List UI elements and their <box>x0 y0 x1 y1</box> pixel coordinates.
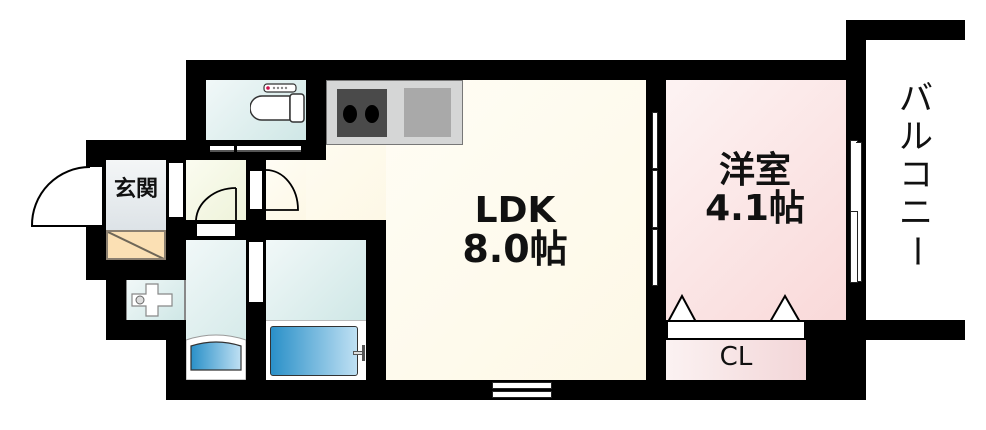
balcony-window-2 <box>856 142 862 282</box>
stove-icon <box>337 89 387 137</box>
ldk-western-window-3 <box>652 229 658 286</box>
western-name: 洋室 <box>718 150 791 191</box>
ldk-door-swing-icon[interactable] <box>264 168 300 212</box>
ldk-name: LDK <box>474 190 556 231</box>
shoe-box <box>106 230 166 260</box>
toilet-door-2[interactable] <box>237 146 301 152</box>
bath-faucet-base-icon <box>362 345 365 361</box>
balcony-wall-top <box>846 20 965 40</box>
washing-machine-pan-icon <box>131 283 173 317</box>
bathtub-icon <box>270 326 358 376</box>
ldk-window-bottom-2 <box>492 391 552 398</box>
closet-door-icons <box>666 293 802 322</box>
closet-wall-bar[interactable] <box>666 320 806 340</box>
ldk-door-frame[interactable] <box>249 170 263 210</box>
burner-2-icon <box>365 105 379 123</box>
burner-1-icon <box>343 105 357 123</box>
wall-bottom-main <box>166 380 866 400</box>
laundry-area <box>126 280 186 320</box>
wall-wash-lower-left <box>166 320 186 400</box>
ldk-western-window-2 <box>652 170 658 228</box>
entrance-door-swing-icon[interactable] <box>30 165 92 228</box>
ldk-window-bottom <box>492 382 552 389</box>
wall-closet-right <box>806 320 866 400</box>
ldk-label: LDK 8.0帖 <box>440 192 590 270</box>
balcony-window-3 <box>850 211 858 283</box>
ldk-western-window-1 <box>652 112 658 169</box>
shoe-box-diagonal-icon <box>108 232 164 258</box>
entrance-label: 玄関 <box>113 177 158 202</box>
room-bathroom <box>266 240 366 320</box>
wall-bath-right <box>366 220 386 400</box>
washbasin-icon <box>186 334 246 380</box>
closet-label: CL <box>719 342 753 372</box>
hall-door-swing-icon[interactable] <box>194 186 238 222</box>
room-closet: CL <box>666 340 806 380</box>
western-size: 4.1帖 <box>705 187 805 229</box>
bathroom-door[interactable] <box>248 241 264 303</box>
wall-left-upper <box>186 60 206 160</box>
sink-icon <box>404 88 451 137</box>
toilet-icon <box>250 83 305 123</box>
balcony-wall-bottom <box>846 320 965 340</box>
balcony-area: バ ル コ ニ ー <box>866 40 965 320</box>
balcony-label: バ ル コ ニ ー <box>896 79 936 268</box>
wall-entrance-top <box>86 140 206 160</box>
western-label: 洋室 4.1帖 <box>680 152 830 228</box>
wall-top-main <box>186 60 866 80</box>
toilet-door[interactable] <box>210 146 234 152</box>
washroom-door[interactable] <box>196 223 236 237</box>
ldk-size: 8.0帖 <box>462 226 568 271</box>
kitchen-counter <box>326 80 463 145</box>
wall-toilet-right <box>306 60 326 160</box>
room-entrance: 玄関 <box>106 160 166 230</box>
entrance-hall-door[interactable] <box>168 162 184 218</box>
wall-wash-left <box>166 240 186 280</box>
room-western <box>666 80 846 320</box>
